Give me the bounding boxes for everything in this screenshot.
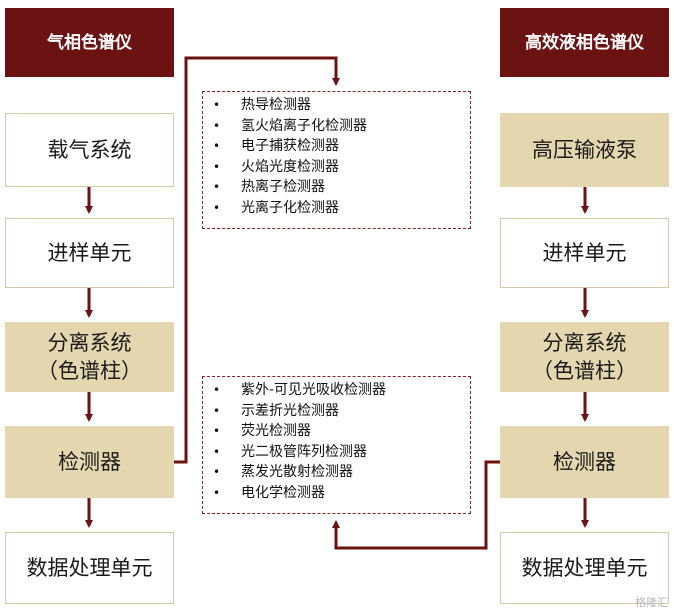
list-item: •电化学检测器 [213, 483, 470, 504]
lc-step-label: 分离系统 [542, 331, 627, 355]
bullet-icon: • [213, 465, 221, 479]
list-item: •光二极管阵列检测器 [213, 442, 470, 463]
lc-step-data-processing: 数据处理单元 [500, 532, 669, 604]
lc-step-sublabel: （色谱柱） [532, 359, 637, 383]
gc-detector-list: •热导检测器 •氢火焰离子化检测器 •电子捕获检测器 •火焰光度检测器 •热离子… [202, 91, 471, 229]
bullet-icon: • [213, 444, 221, 459]
gc-step-detector: 检测器 [5, 426, 174, 498]
list-item: •电子捕获检测器 [213, 136, 470, 157]
bullet-icon: • [213, 180, 221, 194]
list-item: •示差折光检测器 [213, 401, 470, 422]
list-item: •光离子化检测器 [213, 198, 470, 219]
watermark: 格隆汇 [635, 596, 668, 609]
list-item: •氢火焰离子化检测器 [213, 116, 470, 137]
gc-step-injection: 进样单元 [5, 218, 174, 288]
lc-detector-list: •紫外-可见光吸收检测器 •示差折光检测器 •荧光检测器 •光二极管阵列检测器 … [202, 376, 471, 514]
lc-step-detector: 检测器 [500, 426, 669, 498]
gc-header-label: 气相色谱仪 [47, 32, 132, 53]
gc-detector-connector [174, 56, 340, 464]
gc-step-carrier-gas: 载气系统 [5, 113, 174, 187]
gc-step-sublabel: （色谱柱） [37, 359, 142, 383]
bullet-icon: • [213, 139, 221, 153]
gc-step-label: 进样单元 [47, 241, 132, 265]
bullet-icon: • [213, 485, 221, 500]
gc-step-data-processing: 数据处理单元 [5, 532, 174, 604]
lc-step-label: 检测器 [553, 450, 616, 474]
lc-detector-connector [332, 460, 500, 550]
lc-step-label: 高压输液泵 [532, 138, 637, 162]
bullet-icon: • [213, 403, 221, 418]
list-item: •热导检测器 [213, 95, 470, 116]
bullet-icon: • [213, 424, 221, 438]
list-item: •热离子检测器 [213, 177, 470, 198]
gc-step-label: 数据处理单元 [26, 556, 153, 580]
gc-step-label: 分离系统 [47, 331, 132, 355]
list-item: •荧光检测器 [213, 421, 470, 442]
lc-step-injection: 进样单元 [500, 218, 669, 288]
gc-step-label: 检测器 [58, 450, 121, 474]
list-item: •紫外-可见光吸收检测器 [213, 380, 470, 401]
lc-step-label: 进样单元 [542, 241, 627, 265]
lc-step-label: 数据处理单元 [521, 556, 648, 580]
list-item: •火焰光度检测器 [213, 157, 470, 178]
gc-step-separation: 分离系统 （色谱柱） [5, 322, 174, 392]
bullet-icon: • [213, 383, 221, 397]
bullet-icon: • [213, 159, 221, 174]
bullet-icon: • [213, 118, 221, 133]
lc-step-separation: 分离系统 （色谱柱） [500, 322, 669, 392]
lc-step-high-pressure-pump: 高压输液泵 [500, 113, 669, 187]
gc-header: 气相色谱仪 [5, 8, 174, 77]
lc-header: 高效液相色谱仪 [500, 8, 669, 77]
gc-step-label: 载气系统 [47, 138, 132, 162]
bullet-icon: • [213, 200, 221, 215]
bullet-icon: • [213, 98, 221, 112]
list-item: •蒸发光散射检测器 [213, 462, 470, 483]
lc-header-label: 高效液相色谱仪 [525, 32, 644, 53]
